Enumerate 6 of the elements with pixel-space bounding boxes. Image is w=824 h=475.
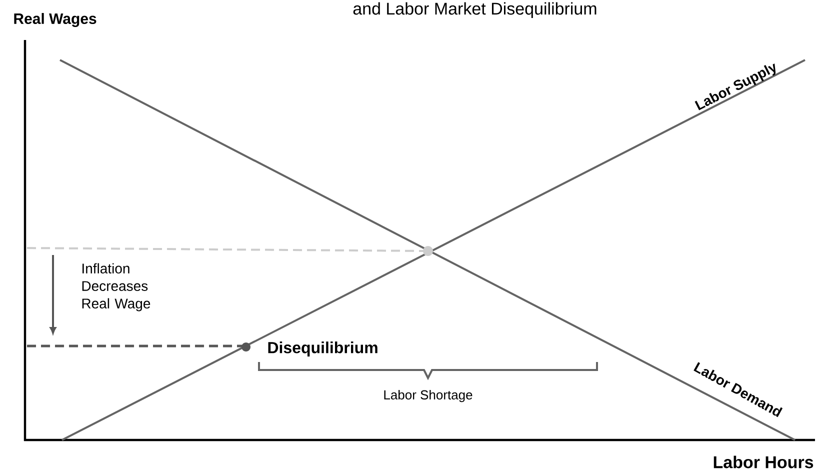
brace-label: Labor Shortage [384,390,472,402]
axis-title: Labor Hours [714,456,814,468]
axis-title: Real Wages [14,12,96,28]
title: and Labor Market Disequilibrium [353,2,596,18]
point-label: Disequilibrium [268,342,378,356]
annotation: Inflation Decreases Real Wage [82,263,150,312]
